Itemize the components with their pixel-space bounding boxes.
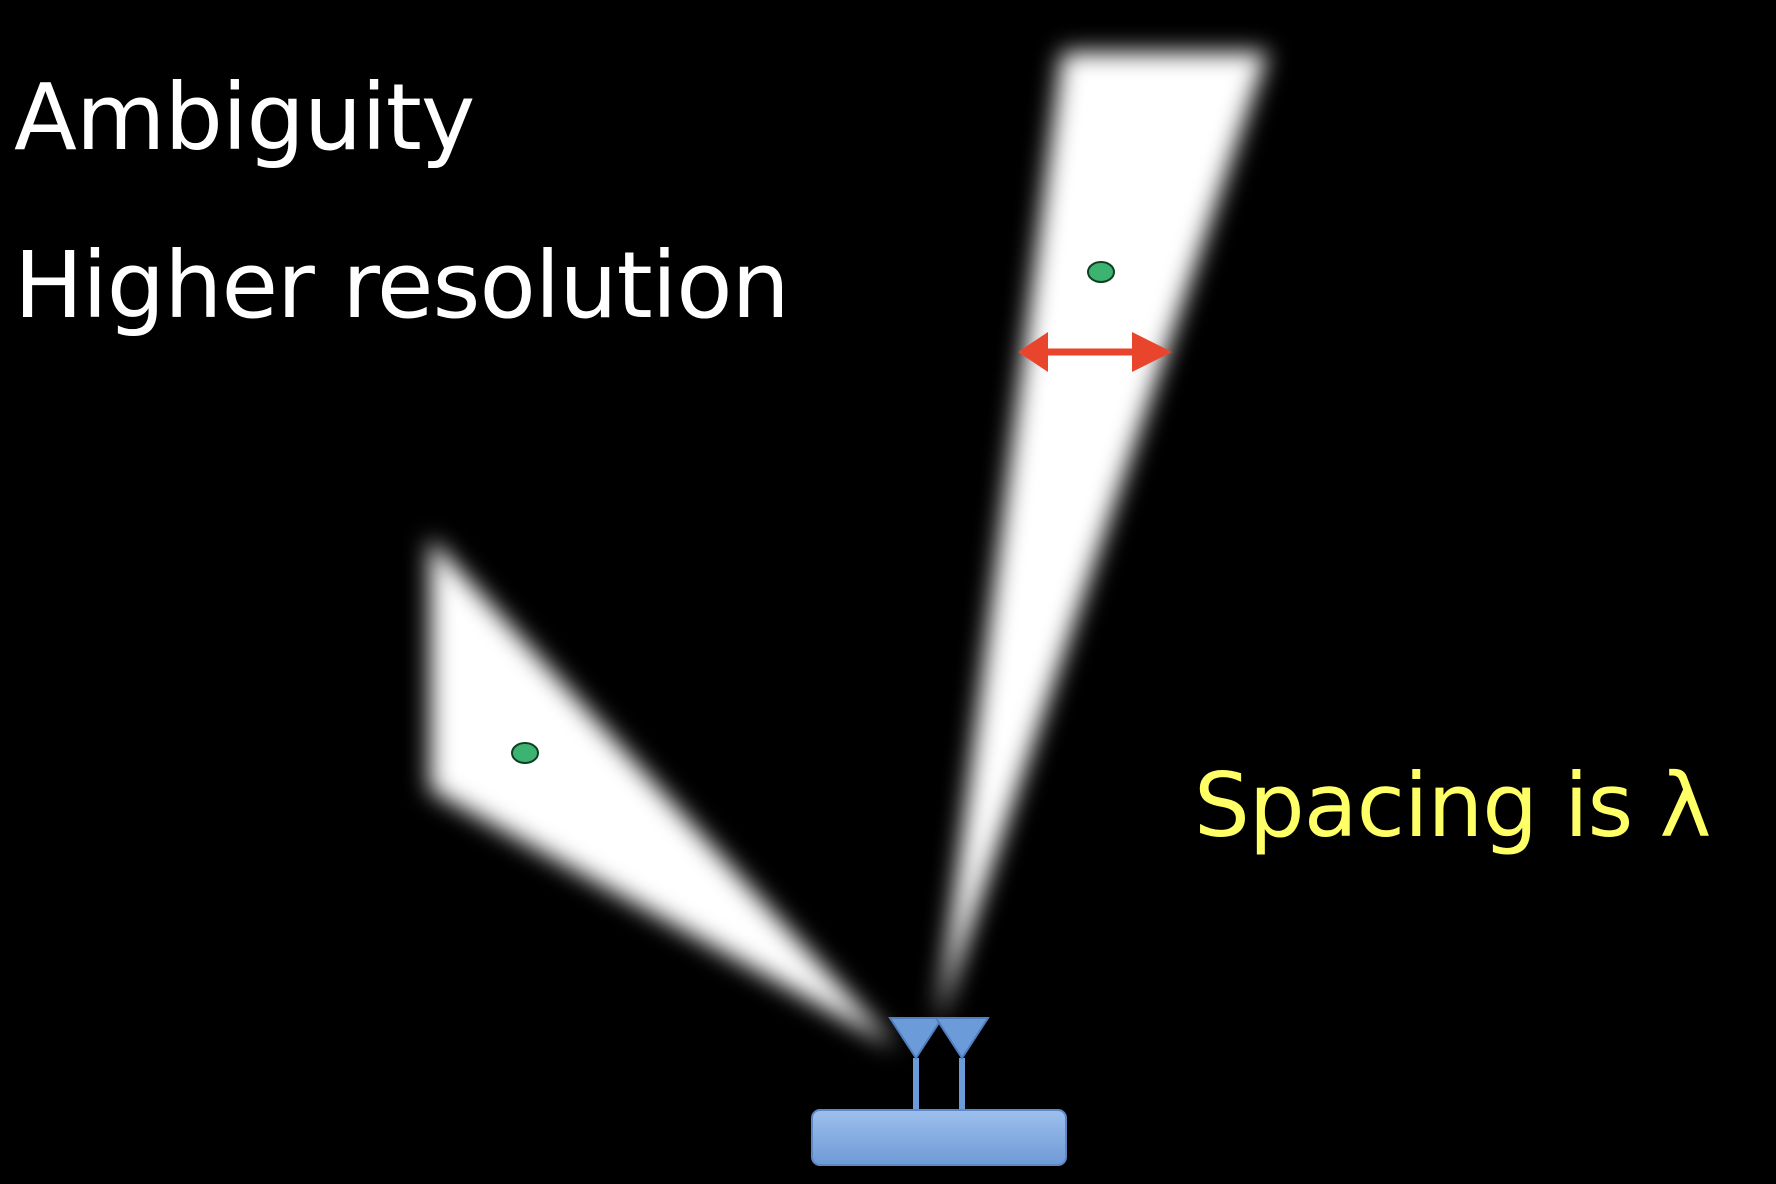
higher-resolution-label: Higher resolution: [14, 232, 790, 339]
target-dot-icon: [1087, 261, 1115, 283]
double-arrow-icon: [1018, 332, 1172, 372]
ambiguity-beam: [430, 538, 897, 1048]
antenna-icon: [934, 1017, 990, 1110]
device-base: [811, 1109, 1067, 1166]
spacing-note: Spacing is λ: [1194, 754, 1711, 857]
main-beam: [938, 52, 1268, 1025]
antenna-icon: [888, 1017, 944, 1110]
target-dot-icon: [511, 742, 539, 764]
ambiguity-label: Ambiguity: [14, 64, 475, 171]
